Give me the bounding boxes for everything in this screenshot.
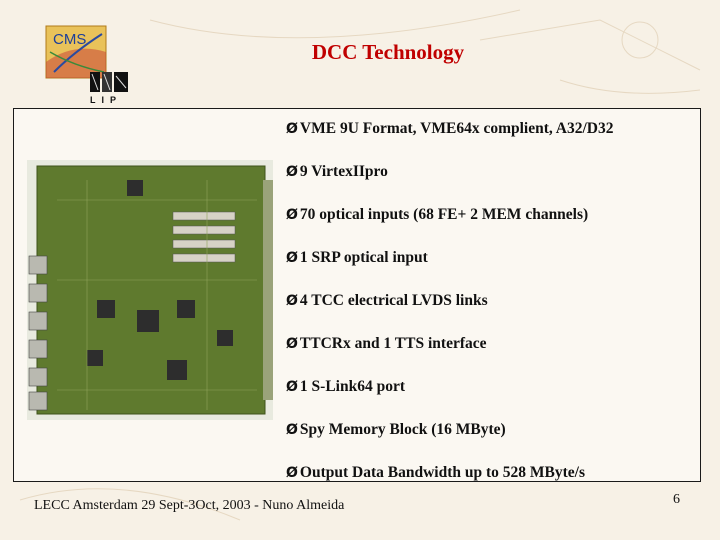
arrow-bullet-icon: Ø [286, 465, 298, 481]
arrow-bullet-icon: Ø [286, 336, 298, 352]
footer-text: LECC Amsterdam 29 Sept-3Oct, 2003 - Nuno… [34, 498, 345, 513]
page-number: 6 [673, 492, 680, 507]
lip-logo: LIP [90, 72, 128, 105]
arrow-bullet-icon: Ø [286, 164, 298, 180]
cms-logo: CMS [45, 25, 107, 79]
svg-text:LIP: LIP [90, 95, 122, 105]
svg-text:CMS: CMS [53, 31, 86, 48]
dcc-board-photo [27, 160, 273, 420]
arrow-bullet-icon: Ø [286, 207, 298, 223]
arrow-bullet-icon: Ø [286, 379, 298, 395]
arrow-bullet-icon: Ø [286, 293, 298, 309]
arrow-bullet-icon: Ø [286, 121, 298, 137]
arrow-bullet-icon: Ø [286, 422, 298, 438]
slide-title: DCC Technology [311, 40, 465, 64]
arrow-bullet-icon: Ø [286, 250, 298, 266]
